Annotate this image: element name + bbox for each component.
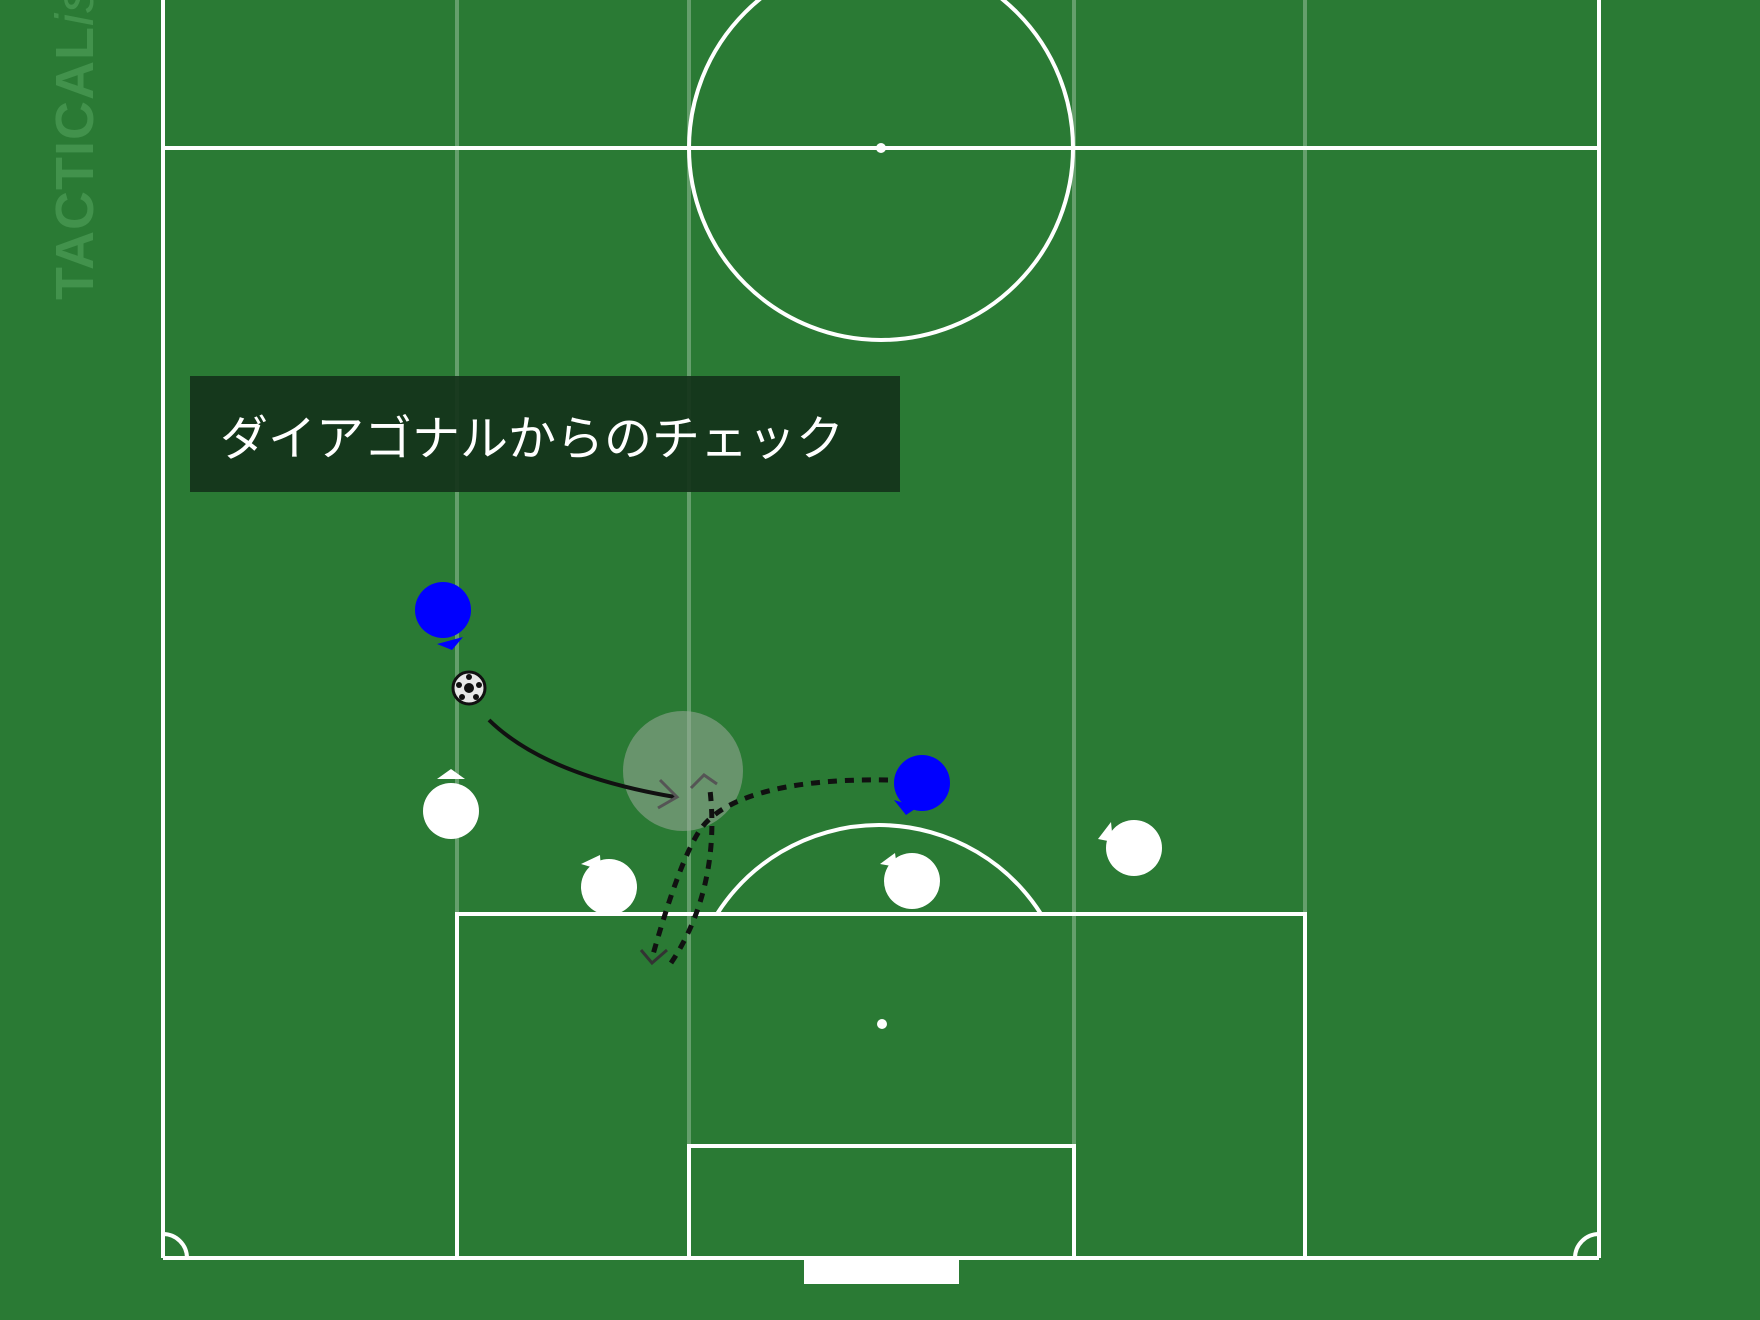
penalty-arc [715,823,1043,916]
run-arrow-blue [649,777,889,959]
white-player [880,853,940,909]
target-zone-highlight [623,711,743,831]
brand-watermark: TACTICALista [45,0,105,300]
pitch-markings [161,0,1601,1260]
center-spot [876,143,886,153]
white-player [1098,820,1162,876]
pass-arrowhead [657,778,680,810]
white-player [581,855,637,915]
run-arrow-white [668,789,715,965]
run-arrowhead-white [689,773,718,790]
blue-player [415,582,471,650]
lane-lines [455,0,1307,1258]
pass-arrow [487,718,676,799]
corner-arc-right [1573,1232,1600,1259]
penalty-spot [877,1019,887,1029]
center-circle [687,0,1075,342]
soccer-ball-icon [451,670,487,706]
white-player [423,769,479,839]
caption-text: ダイアゴナルからのチェック [220,411,845,467]
watermark-text-italic: ista [45,0,105,26]
watermark-text-bold: TACTICAL [45,26,105,300]
blue-player [894,755,950,815]
run-arrowhead-blue [639,948,668,966]
caption-box: ダイアゴナルからのチェック [190,376,900,492]
goal [804,1260,959,1284]
corner-arc-left [162,1232,189,1259]
penalty-area [455,912,1307,1260]
goal-area [687,1144,1076,1260]
